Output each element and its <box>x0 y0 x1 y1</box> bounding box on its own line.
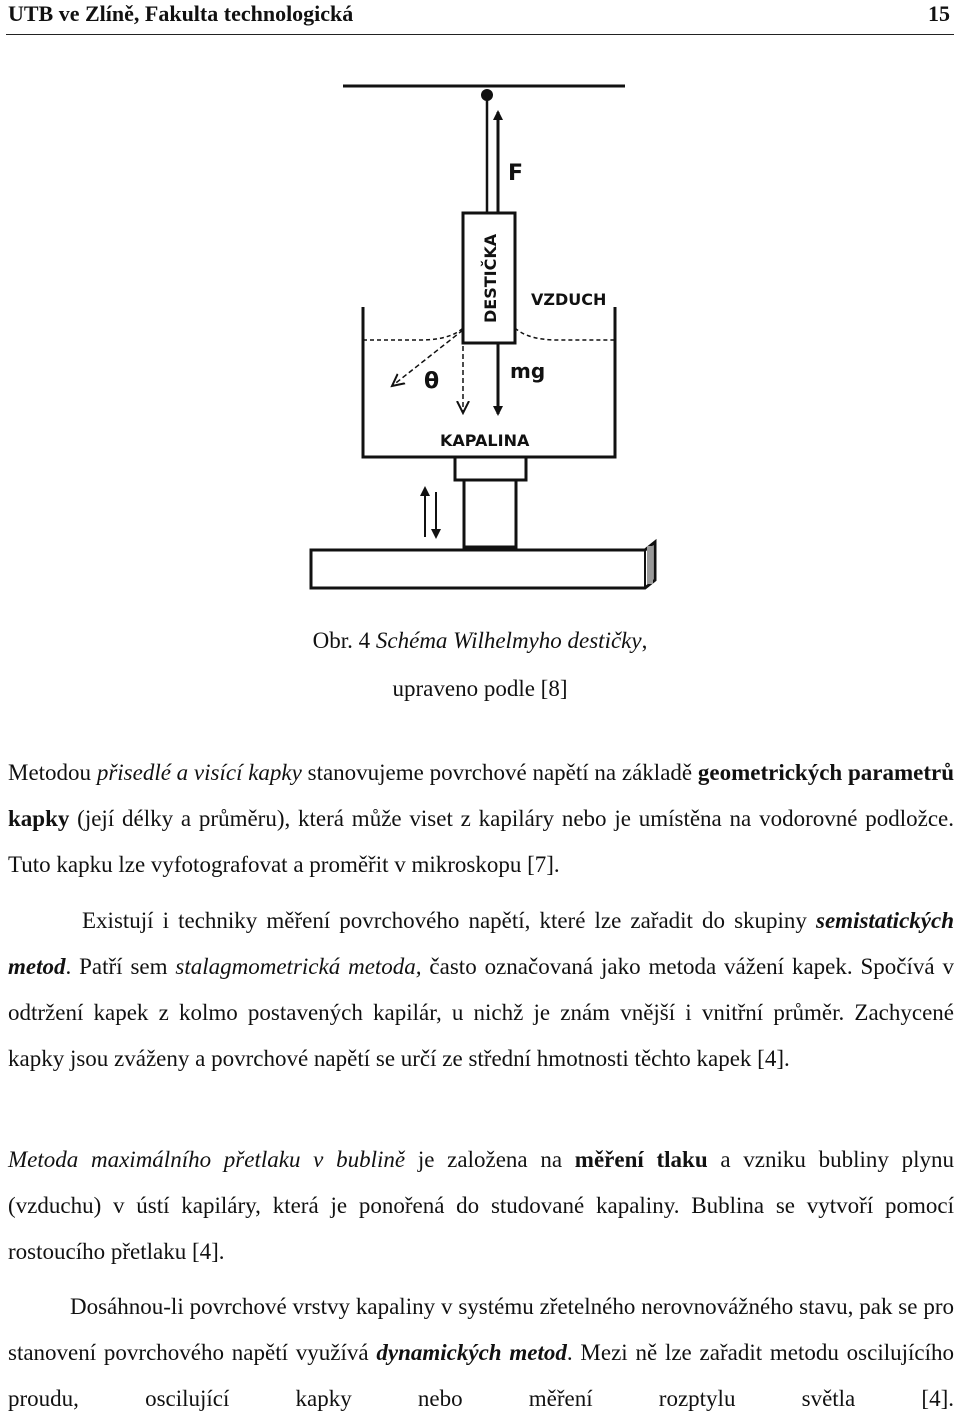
liquid-surface <box>363 327 615 341</box>
page-header: UTB ve Zlíně, Fakulta technologická 15 <box>6 0 954 35</box>
p3-text-2: a vzniku bubliny plynu (vzduchu) v ústí … <box>8 1147 954 1264</box>
label-air: VZDUCH <box>531 290 606 309</box>
caption-comma: , <box>641 628 648 653</box>
beaker <box>361 307 617 459</box>
paragraph-drop-methods: Metodou přisedlé a visící kapky stanovuj… <box>8 750 954 888</box>
figure-caption: Obr. 4 Schéma Wilhelmyho destičky, <box>0 617 960 665</box>
p2-text-3: často označovaná jako metoda vážení kape… <box>8 954 954 1071</box>
contact-angle-arrow <box>392 329 464 386</box>
label-theta: θ <box>424 369 439 394</box>
p4-text-2: . Mezi ně lze zařadit metodu oscilujícíh… <box>8 1340 955 1411</box>
p1-text-2: stanovujeme povrchové napětí na základě <box>301 760 698 785</box>
p2-bold-italic-term: semistatických metod <box>8 908 954 979</box>
caption-prefix: Obr. 4 <box>312 628 376 653</box>
p2-text-2: . Patří sem <box>65 954 176 979</box>
caption-title: Schéma Wilhelmyho destičky <box>375 628 642 653</box>
p1-italic-term: přisedlé a visící kapky <box>96 760 302 785</box>
p2-text-1: Existují i techniky měření povrchového n… <box>82 908 817 933</box>
header-title: UTB ve Zlíně, Fakulta technologická <box>8 1 354 26</box>
paragraph-bubble-pressure: Metoda maximálního přetlaku v bublině je… <box>8 1137 954 1275</box>
p3-bold-term: měření tlaku <box>574 1147 708 1172</box>
label-weight: mg <box>510 359 545 383</box>
figure-caption-source: upraveno podle [8] <box>392 676 568 701</box>
label-force: F <box>508 161 523 186</box>
plate <box>461 211 517 345</box>
p4-text-1: Dosáhnou-li povrchové vrstvy kapaliny v … <box>8 1294 954 1365</box>
p3-italic-term: Metoda maximálního přetlaku v bublině <box>8 1147 406 1172</box>
paragraph-semistatic-methods: Existují i techniky měření povrchového n… <box>8 898 954 1082</box>
paragraph-dynamic-methods: Dosáhnou-li povrchové vrstvy kapaliny v … <box>8 1284 954 1422</box>
p2-italic-term: stalagmometrická metoda, <box>175 954 422 979</box>
wilhelmy-plate-figure: F DESTIČKA VZDUCH θ mg KAPALINA <box>0 40 960 610</box>
p1-text-3: (její délky a průměru), která může viset… <box>8 806 954 877</box>
p3-text-1: je založena na <box>405 1147 575 1172</box>
page-number: 15 <box>928 1 950 26</box>
p4-bold-italic-term: dynamických metod <box>376 1340 567 1365</box>
p1-text-1: Metodou <box>8 760 97 785</box>
label-plate: DESTIČKA <box>481 233 500 323</box>
lift-collar <box>453 457 528 482</box>
lift-column <box>462 480 518 549</box>
p1-bold-term: geometrických parametrů kapky <box>8 760 954 831</box>
base-plate <box>309 538 657 590</box>
wilhelmy-diagram: F DESTIČKA VZDUCH θ mg KAPALINA <box>309 84 657 590</box>
label-liquid: KAPALINA <box>440 431 530 450</box>
